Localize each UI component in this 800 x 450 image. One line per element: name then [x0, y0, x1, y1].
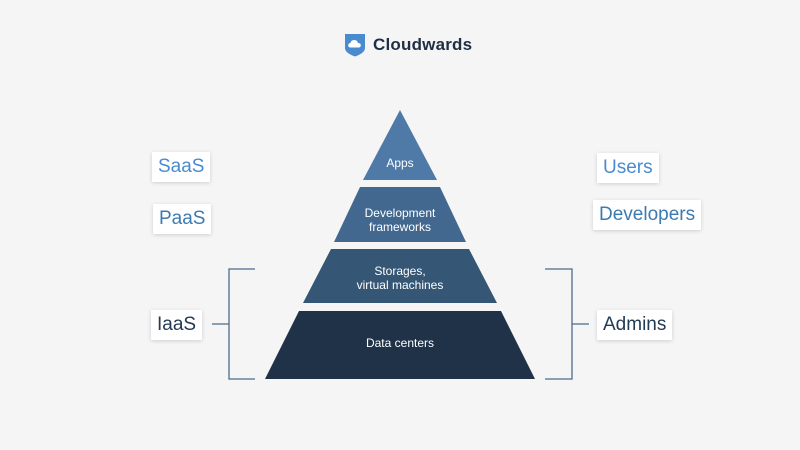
- pyramid-tier-frameworks: [334, 187, 466, 242]
- developers-label: Developers: [593, 200, 702, 230]
- tier-label-datacenters: Data centers: [365, 336, 435, 350]
- paas-label: PaaS: [153, 204, 212, 234]
- pyramid-tier-apps: [363, 110, 437, 180]
- brand-name: Cloudwards: [373, 35, 473, 54]
- users-label: Users: [597, 153, 659, 183]
- pyramid-tier-storages: [303, 249, 497, 303]
- admins-label: Admins: [597, 310, 673, 340]
- cloud-shield-icon: [345, 34, 365, 57]
- tier-label-storages: Storages, virtual machines: [356, 264, 444, 292]
- left-bracket: [212, 268, 255, 380]
- right-bracket: [545, 268, 589, 380]
- iaas-label: IaaS: [151, 310, 203, 340]
- pyramid-tier-datacenters: [265, 311, 535, 379]
- brand-logo: Cloudwards: [344, 33, 472, 57]
- tier-label-frameworks: Development frameworks: [364, 206, 436, 234]
- saas-label: SaaS: [152, 152, 211, 182]
- tier-label-apps: Apps: [386, 156, 414, 170]
